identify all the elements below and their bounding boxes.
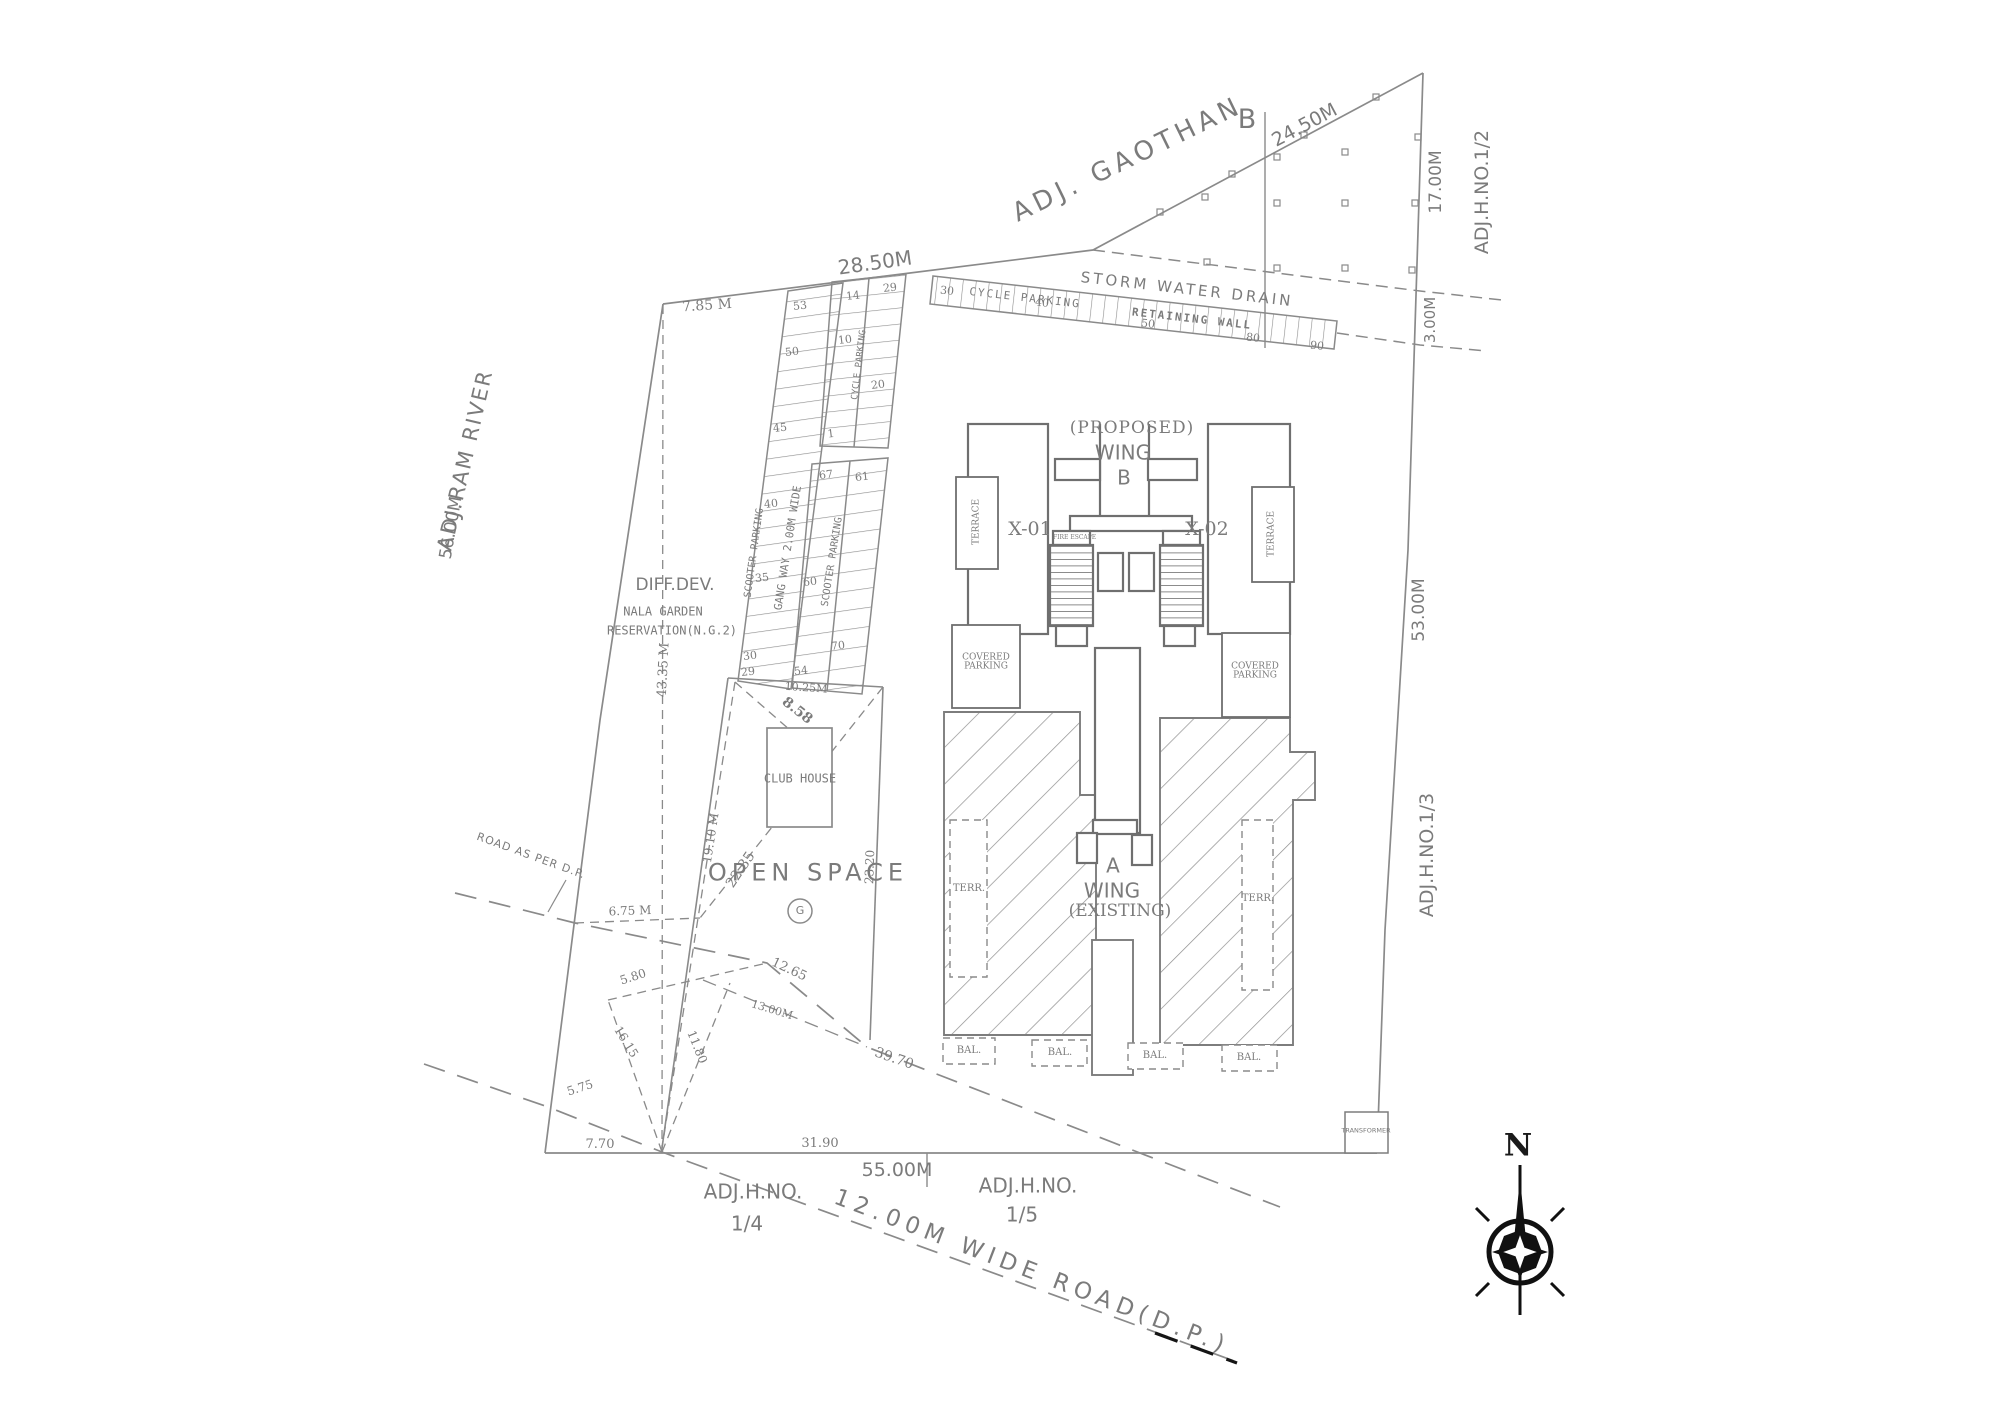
stall-number: 30 bbox=[939, 283, 955, 298]
wing-a-a-label: A bbox=[1106, 853, 1120, 878]
dim-31-90: 31.90 bbox=[801, 1136, 839, 1152]
wing-b-proposed-label: (PROPOSED) bbox=[1069, 418, 1195, 439]
dim-43-35: 43.35 M bbox=[654, 642, 673, 698]
terrace-left-label: TERRACE bbox=[971, 498, 982, 546]
dim-6-75: 6.75 M bbox=[608, 902, 652, 919]
g-symbol-label: G bbox=[795, 904, 805, 918]
terr-left-label: TERR. bbox=[952, 882, 986, 894]
wing-a-lift-left bbox=[1075, 831, 1099, 865]
transformer-box bbox=[1344, 1111, 1389, 1154]
diff-dev-label: DIFF.DEV. bbox=[635, 575, 715, 596]
adj-h-no-1-3-label: ADJ.H.NO.1/3 bbox=[1416, 792, 1439, 918]
wing-b-lift-right bbox=[1127, 551, 1156, 593]
unit-x01-label: X-01 bbox=[1008, 518, 1052, 541]
road-dark-dash bbox=[1154, 1331, 1238, 1365]
dim-55-00: 55.00M bbox=[861, 1159, 933, 1182]
wing-a-center-stem bbox=[1091, 939, 1134, 1076]
stall-number: 60 bbox=[802, 574, 818, 589]
stall-number: 90 bbox=[1309, 338, 1325, 353]
club-house-outline bbox=[766, 727, 833, 828]
stall-number: 40 bbox=[763, 496, 779, 511]
adj-h-no-1-5-label: ADJ.H.NO. bbox=[978, 1173, 1078, 1198]
stall-number: 53 bbox=[792, 298, 808, 313]
adj-h-no-1-5-number: 1/5 bbox=[1005, 1202, 1039, 1227]
covered-parking-left-label: COVERED PARKING bbox=[962, 652, 1010, 672]
fire-escape-label: FIRE ESCAPE bbox=[1053, 533, 1097, 541]
fence-post-markers bbox=[1156, 93, 1422, 274]
wing-a-wing-label: WING bbox=[1083, 878, 1141, 903]
wing-b-terrace-right bbox=[1251, 486, 1295, 583]
stall-number: 1 bbox=[826, 426, 836, 441]
wing-b-lift-left bbox=[1096, 551, 1125, 593]
stall-number: 61 bbox=[854, 469, 870, 484]
north-label: N bbox=[1503, 1127, 1533, 1164]
stall-number: 35 bbox=[754, 570, 770, 585]
stall-number: 45 bbox=[772, 420, 788, 435]
dim-53-00: 53.00M bbox=[1409, 578, 1430, 642]
club-house-label: CLUB HOUSE bbox=[763, 771, 837, 786]
stall-number: 70 bbox=[830, 638, 846, 653]
stall-number: 20 bbox=[870, 377, 886, 393]
covered-parking-right-box bbox=[1221, 632, 1291, 718]
parking-strips bbox=[737, 273, 1338, 695]
stall-number: 10 bbox=[837, 332, 853, 348]
wing-b-outline bbox=[951, 422, 1295, 867]
north-compass bbox=[1474, 1165, 1566, 1315]
adj-h-no-1-4-number: 1/4 bbox=[730, 1211, 764, 1236]
stall-number: 50 bbox=[1140, 316, 1156, 331]
wing-a-existing-label: (EXISTING) bbox=[1068, 901, 1172, 922]
dim-10-25: 10.25M bbox=[784, 679, 828, 696]
reservation-label: RESERVATION(N.G.2) bbox=[606, 623, 738, 638]
open-space-label: OPEN SPACE bbox=[707, 858, 909, 887]
g-circle bbox=[787, 898, 813, 924]
stall-number: 30 bbox=[742, 648, 758, 663]
wing-a-balconies bbox=[942, 1037, 1278, 1072]
wing-b-terrace-left bbox=[955, 476, 999, 570]
wing-b-wing-label: WING bbox=[1094, 440, 1152, 465]
dim-17-00: 17.00M bbox=[1426, 150, 1447, 214]
stall-number: 67 bbox=[818, 467, 834, 482]
road-label-leader bbox=[547, 879, 567, 913]
covered-parking-left-box bbox=[951, 624, 1021, 709]
dim-7-85: 7.85 M bbox=[681, 295, 733, 316]
bal-label: BAL. bbox=[956, 1044, 982, 1056]
dashed-setback-lines bbox=[423, 249, 1503, 1363]
bal-label: BAL. bbox=[1047, 1046, 1073, 1058]
stall-number: 54 bbox=[793, 663, 809, 678]
bal-label: BAL. bbox=[1236, 1051, 1262, 1063]
terr-right-label: TERR. bbox=[1241, 892, 1275, 904]
dim-7-70: 7.70 bbox=[585, 1137, 615, 1153]
bal-label: BAL. bbox=[1142, 1049, 1168, 1061]
wing-b-stair-right bbox=[1158, 543, 1205, 628]
wing-b-b-label: B bbox=[1117, 465, 1131, 490]
stall-number: 80 bbox=[1245, 330, 1261, 345]
dim-3-00: 3.00M bbox=[1421, 296, 1440, 344]
wing-a-lift-right bbox=[1130, 833, 1154, 867]
adj-h-no-1-2-label: ADJ.H.NO.1/2 bbox=[1471, 129, 1494, 255]
stall-number: 29 bbox=[882, 280, 898, 296]
covered-parking-right-label: COVERED PARKING bbox=[1231, 661, 1279, 681]
nala-garden-label: NALA GARDEN bbox=[623, 604, 703, 619]
b-marker-label: B bbox=[1237, 103, 1257, 135]
stall-number: 14 bbox=[845, 288, 861, 304]
stall-number: 29 bbox=[740, 664, 756, 679]
stall-number: 40 bbox=[1034, 295, 1050, 310]
transformer-label: TRANSFORMER bbox=[1341, 1126, 1391, 1135]
plot-boundary bbox=[544, 72, 1424, 1154]
stall-number: 50 bbox=[784, 344, 800, 359]
terrace-right-label: TERRACE bbox=[1266, 510, 1277, 558]
wing-b-stem bbox=[1093, 646, 1142, 835]
adj-h-no-1-4-label: ADJ.H.NO. bbox=[703, 1179, 803, 1204]
wing-b-stair-left bbox=[1048, 543, 1095, 628]
unit-x02-label: X-02 bbox=[1185, 518, 1229, 541]
wing-a-terraces bbox=[949, 819, 1274, 991]
dim-23-20: 23.20 bbox=[862, 849, 878, 885]
